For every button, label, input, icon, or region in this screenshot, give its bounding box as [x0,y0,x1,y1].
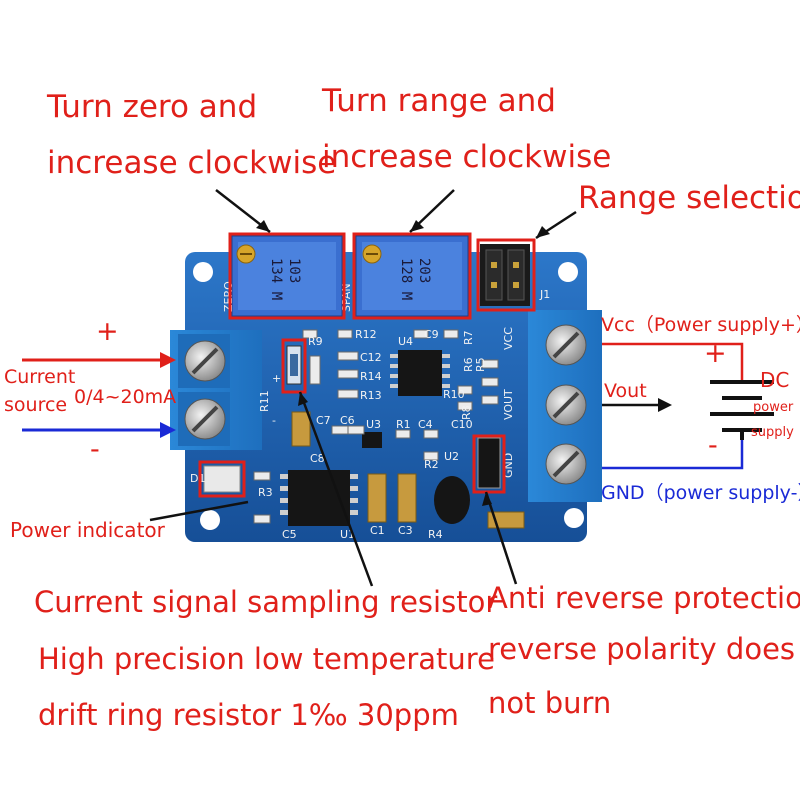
pot-markings: 103 134 M 203 128 M [268,258,432,300]
anti-reverse-line2: reverse polarity does [488,632,796,666]
silk-r8: R8 [460,405,473,420]
silk-c9: C9 [424,328,439,341]
silk-span: SPAN [340,283,353,312]
power-indicator-label: Power indicator [10,518,165,542]
left-pot-code2: 134 M [268,258,284,300]
silk-d1: D1 [190,472,205,485]
silk-r10: R10 [443,388,465,401]
input-plus-sign: + [96,316,119,347]
anti-reverse-line1: Anti reverse protection [488,581,800,615]
silk-u2: U2 [444,450,459,463]
smd-components [253,329,499,524]
highlight-boxes [198,232,536,498]
range-annotation-line1: Turn range and [322,83,556,119]
range-selection-label: Range selection [578,180,800,216]
input-minus-sign: - [90,434,100,465]
silk-r9: R9 [308,335,323,348]
vout-label: Vout [604,380,647,402]
silk-c5: C5 [282,528,297,541]
sampling-annotation-line1: Current signal sampling resistor [34,585,498,619]
silk-r7: R7 [462,330,475,345]
silk-r1: R1 [396,418,411,431]
output-minus-sign: - [708,430,718,461]
silk-r14: R14 [360,370,382,383]
power-led [203,465,241,493]
anti-reverse-line3: not burn [488,686,612,720]
right-pot-code2: 128 M [398,258,414,300]
silk-r4: R4 [428,528,443,541]
span-pot-box [352,232,472,320]
left-pot-code: 103 [286,258,302,283]
silk-plus: + [272,372,281,385]
small-ic-u3 [362,432,382,448]
jumper-header [480,244,530,306]
zero-potentiometer [231,235,343,317]
silk-r5: R5 [474,357,487,372]
right-pot-code: 203 [416,258,432,283]
silk-c1: C1 [370,524,385,537]
silk-vout: VOUT [502,389,515,420]
input-terminal-block [170,330,262,450]
silk-u4: U4 [398,335,413,348]
sampling-annotation-line3: drift ring resistor 1‰ 30ppm [38,698,459,732]
diode-box [472,434,506,494]
input-wires [22,352,176,438]
sampling-resistor-box [281,338,307,394]
diode-d1 [477,437,501,489]
sampling-annotation-line2: High precision low temperature [38,642,495,676]
silkscreen-labels: R9 R12 C9 U4 C12 R14 R13 R10 C10 C4 U3 R… [190,281,550,541]
transistor-u2 [434,476,470,524]
output-plus-sign: + [704,338,727,369]
silk-r13: R13 [360,389,382,402]
dc-label: DC [760,368,790,392]
silk-c12: C12 [360,351,382,364]
current-label-line1: Current [4,366,76,388]
silk-u3: U3 [366,418,381,431]
silk-c3: C3 [398,524,413,537]
output-terminal-block [528,310,602,502]
ic-u4 [390,350,450,396]
silk-c4: C4 [418,418,433,431]
silk-r3: R3 [258,486,273,499]
silk-r2: R2 [424,458,439,471]
silk-minus: - [272,414,276,427]
battery-symbol [710,380,774,440]
silk-vcc: VCC [502,327,515,350]
silk-r12: R12 [355,328,377,341]
gnd-label: GND（power supply-） [601,482,800,504]
current-label-line2: source [4,394,68,416]
silk-r11: R11 [258,390,271,412]
silk-c8: C8 [310,452,325,465]
current-range-label: 0/4~20mA [74,386,177,408]
silk-r6: R6 [462,357,475,372]
silk-c7: C7 [316,414,331,427]
power-label: power [753,400,794,415]
silk-c10: C10 [451,418,473,431]
vcc-label: Vcc（Power supply+） [601,314,800,336]
power-led-box [198,460,246,498]
supply-label: supply [751,425,794,440]
leader-arrowheads [256,220,550,506]
zero-annotation-line1: Turn zero and [47,89,258,125]
mounting-holes [193,262,584,530]
zero-annotation-line2: increase clockwise [47,145,337,181]
span-potentiometer [355,235,469,317]
jumper-box [476,238,536,312]
range-annotation-line2: increase clockwise [322,139,612,175]
silk-j1: J1 [539,288,550,301]
output-wires [602,342,744,470]
zero-pot-box [228,232,346,320]
silk-c6: C6 [340,414,355,427]
